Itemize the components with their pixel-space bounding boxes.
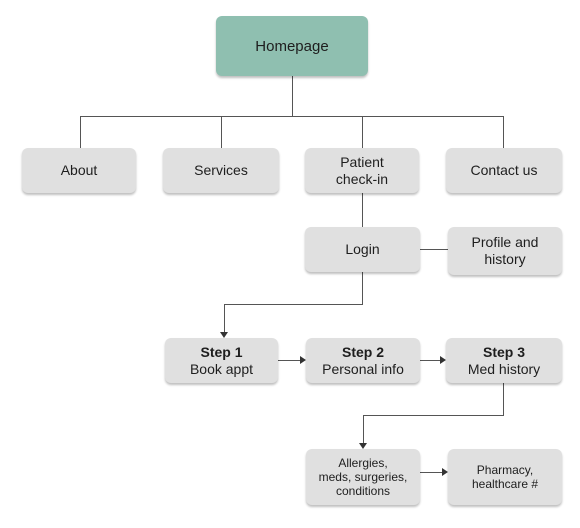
profile-history-node: Profile and history xyxy=(448,227,562,275)
services-label: Services xyxy=(194,162,248,178)
about-node: About xyxy=(22,148,136,193)
patient-checkin-label-line1: Patient xyxy=(340,153,384,170)
med-details-line2: meds, surgeries, xyxy=(318,470,408,484)
about-label: About xyxy=(60,162,98,178)
login-node: Login xyxy=(305,227,420,272)
med-details-node: Allergies, meds, surgeries, conditions xyxy=(306,449,420,505)
arrow-to-step2 xyxy=(300,356,306,364)
step2-title: Step 2 xyxy=(341,343,384,360)
connector-patient xyxy=(362,116,363,148)
step2-node: Step 2 Personal info xyxy=(306,338,420,383)
connector-nav-bar xyxy=(80,116,504,117)
services-node: Services xyxy=(163,148,279,193)
contact-node: Contact us xyxy=(446,148,562,193)
arrow-to-step3 xyxy=(440,356,446,364)
arrow-to-pharmacy xyxy=(442,468,448,476)
connector-step3-down xyxy=(503,383,504,415)
connector-step2-step3 xyxy=(420,360,440,361)
connector-to-step1 xyxy=(224,304,363,305)
med-details-line3: conditions xyxy=(335,484,391,498)
connector-step1-down xyxy=(224,304,225,332)
connector-services xyxy=(221,116,222,148)
step3-title: Step 3 xyxy=(482,343,525,360)
med-details-line1: Allergies, xyxy=(338,456,388,470)
connector-details-down xyxy=(363,415,364,443)
arrow-to-details xyxy=(359,443,367,449)
homepage-node: Homepage xyxy=(216,16,368,76)
contact-label: Contact us xyxy=(470,162,538,178)
pharmacy-line1: Pharmacy, xyxy=(476,463,534,477)
pharmacy-node: Pharmacy, healthcare # xyxy=(448,449,562,505)
login-label: Login xyxy=(345,241,380,257)
profile-label-line2: history xyxy=(484,251,526,267)
connector-contact xyxy=(503,116,504,148)
connector-login-profile xyxy=(420,249,448,250)
step3-label: Med history xyxy=(467,360,541,377)
profile-label-line1: Profile and xyxy=(471,234,539,250)
connector-patient-login xyxy=(362,193,363,227)
arrow-to-step1 xyxy=(220,332,228,338)
connector-step1-step2 xyxy=(278,360,300,361)
patient-checkin-label-line2: check-in xyxy=(335,170,389,187)
step1-node: Step 1 Book appt xyxy=(165,338,278,383)
step1-title: Step 1 xyxy=(200,343,243,360)
step2-label: Personal info xyxy=(322,360,404,377)
connector-about xyxy=(80,116,81,148)
connector-details-pharmacy xyxy=(420,472,442,473)
pharmacy-line2: healthcare # xyxy=(471,477,539,491)
step3-node: Step 3 Med history xyxy=(446,338,562,383)
connector-login-down xyxy=(362,272,363,304)
homepage-label: Homepage xyxy=(255,37,329,55)
step1-label: Book appt xyxy=(189,360,254,377)
connector-to-details xyxy=(363,415,504,416)
patient-checkin-node: Patient check-in xyxy=(305,148,419,193)
connector-home-down xyxy=(292,76,293,116)
